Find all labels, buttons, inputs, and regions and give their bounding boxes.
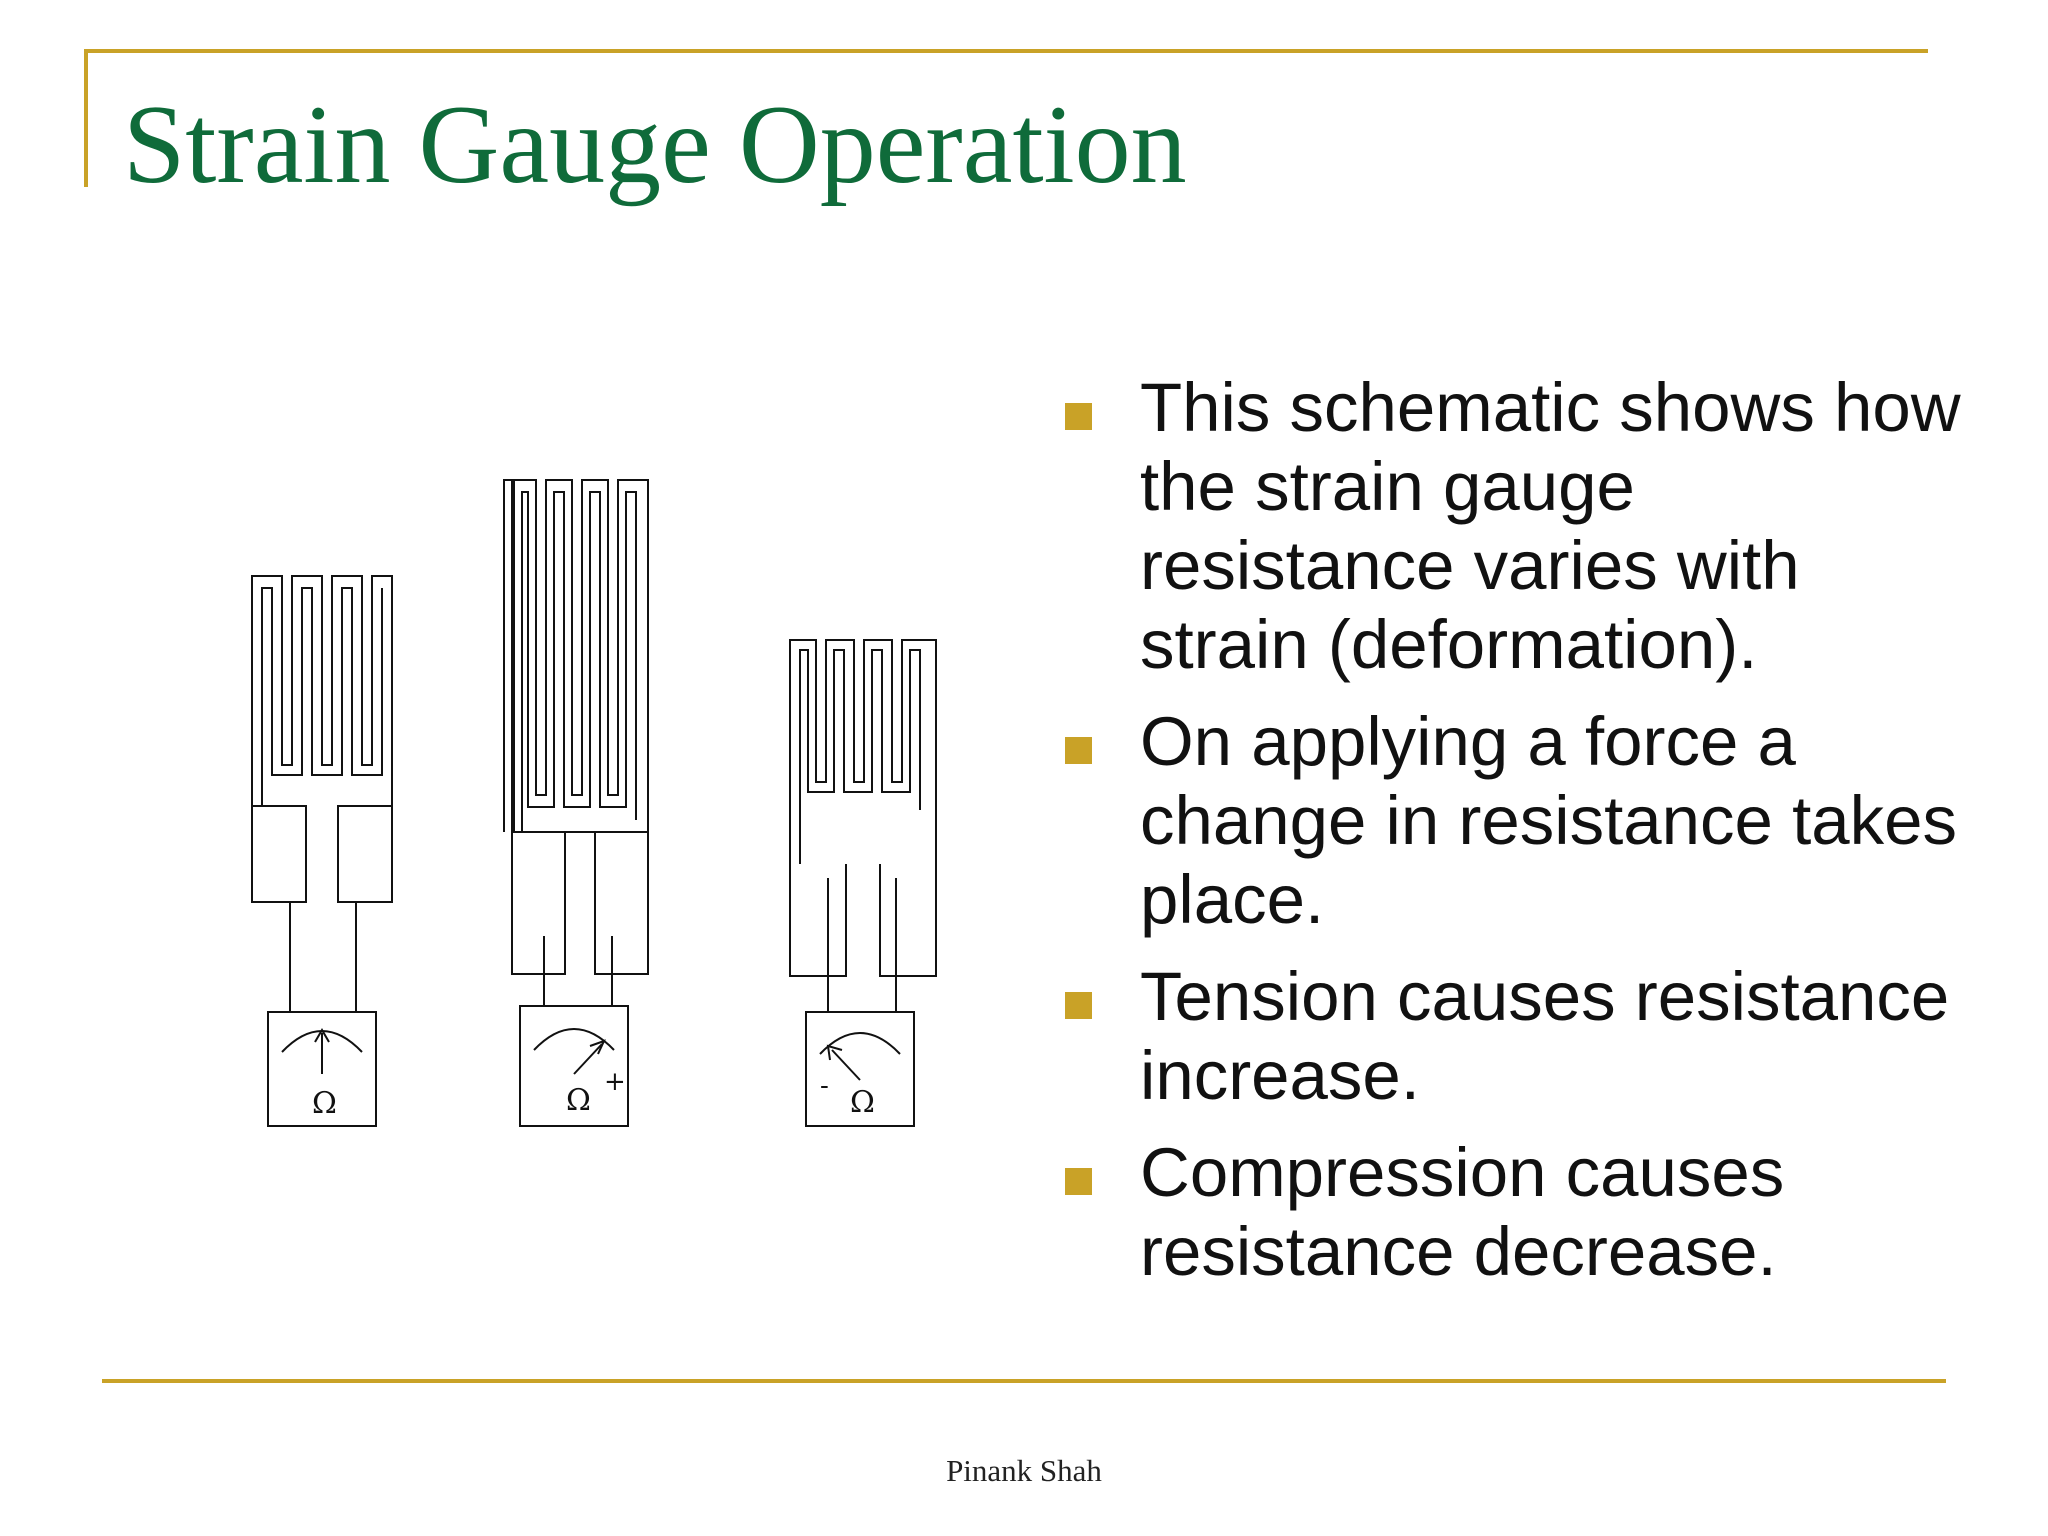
meter-needle — [831, 1049, 861, 1081]
bullet-item: This schematic shows how the strain gaug… — [1065, 368, 1965, 684]
gauge-unstrained — [251, 575, 393, 1127]
gauge-grid — [251, 575, 393, 903]
bullet-item: Tension causes resistance increase. — [1065, 957, 1965, 1115]
bullet-text: Compression causes resistance decrease. — [1140, 1134, 1785, 1290]
bullet-text: This schematic shows how the strain gaug… — [1140, 369, 1961, 683]
bottom-rule — [102, 1379, 1946, 1383]
ohmmeter — [519, 1005, 629, 1127]
meter-sign: + — [604, 1067, 626, 1097]
left-rule — [84, 49, 88, 187]
bullet-text: Tension causes resistance increase. — [1140, 958, 1950, 1114]
bullet-square-icon — [1065, 992, 1092, 1019]
gauge-grid — [511, 479, 649, 833]
ohmmeter — [805, 1011, 915, 1127]
meter-symbol: Ω — [312, 1086, 337, 1121]
gauge-grid — [789, 639, 937, 864]
bullet-list: This schematic shows how the strain gaug… — [1065, 368, 1965, 1309]
top-rule — [84, 49, 1928, 53]
meter-needle — [573, 1043, 603, 1075]
ohmmeter — [267, 1011, 377, 1127]
meter-symbol: Ω — [850, 1085, 875, 1120]
bullet-item: Compression causes resistance decrease. — [1065, 1133, 1965, 1291]
gauge-tension — [503, 479, 649, 1127]
gauge-compression — [789, 639, 937, 1127]
bullet-item: On applying a force a change in resistan… — [1065, 702, 1965, 939]
meter-sign: - — [820, 1071, 829, 1101]
footer-author: Pinank Shah — [946, 1453, 1102, 1488]
bullet-text: On applying a force a change in resistan… — [1140, 703, 1957, 938]
meter-symbol: Ω — [566, 1083, 591, 1118]
bullet-square-icon — [1065, 1168, 1092, 1195]
strain-gauge-diagram: Ω Ω + Ω - — [251, 479, 937, 1127]
slide-title: Strain Gauge Operation — [123, 83, 1187, 207]
bullet-square-icon — [1065, 737, 1092, 764]
bullet-square-icon — [1065, 403, 1092, 430]
